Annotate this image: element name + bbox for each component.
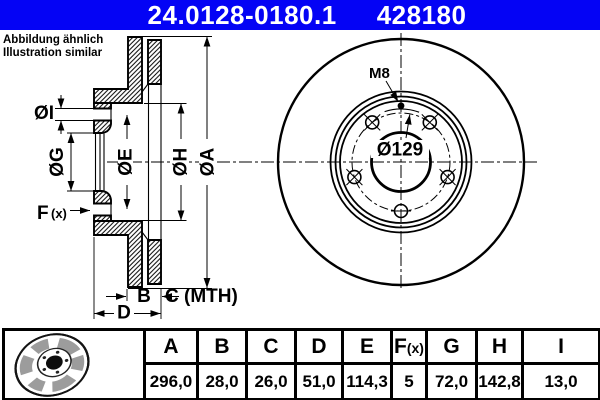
label-backgrounds [49, 139, 214, 319]
center-bore-circle [370, 131, 432, 193]
note-line-en: Illustration similar [3, 46, 103, 59]
label-c: C (MTH) [165, 286, 238, 307]
value-E: 114,3 [341, 362, 393, 400]
title-bar: 24.0128-0180.1 428180 [0, 0, 600, 30]
dia129-leader-line [404, 114, 412, 139]
thumb-hub [36, 347, 72, 377]
col-header-Fx: F(x) [390, 328, 428, 365]
section-edges [94, 83, 162, 241]
m8-hole [397, 102, 405, 110]
note-line-de: Abbildung ähnlich [3, 34, 104, 46]
hub-ring-inner [339, 100, 463, 224]
part-number: 24.0128-0180.1 [147, 0, 337, 30]
col-header-B: B [196, 328, 248, 365]
label-dia-g: ØG [47, 147, 68, 177]
col-header-G: G [425, 328, 478, 365]
front-view-labels: M8 Ø129 [369, 65, 423, 161]
col-header-I: I [521, 328, 600, 365]
col-header-E: E [341, 328, 393, 365]
value-B: 28,0 [196, 362, 248, 400]
value-H: 142,8 [475, 362, 524, 400]
dimension-labels: ØI ØG ØE ØH ØA F (x) B C (MTH) D [34, 103, 238, 324]
label-m8: M8 [369, 65, 390, 82]
bolt-hole-crosses [346, 114, 456, 212]
label-f-sub: (x) [51, 206, 67, 221]
label-dia-i: ØI [34, 103, 54, 124]
label-d: D [117, 303, 131, 324]
value-Fx: 5 [390, 362, 428, 400]
disc-outer-circle [276, 37, 526, 287]
m8-leader-line [385, 80, 399, 103]
label-b: B [137, 286, 151, 307]
m8-hole-arc [384, 108, 420, 113]
label-dia-a: ØA [198, 147, 219, 176]
value-G: 72,0 [425, 362, 478, 400]
label-dia-e: ØE [116, 148, 137, 175]
similarity-note: Abbildung ähnlich Illustration similar [3, 34, 103, 59]
col-header-H: H [475, 328, 524, 365]
hub-ring-outer [329, 90, 473, 234]
product-thumbnail [14, 332, 90, 397]
col-header-D: D [294, 328, 344, 365]
col-header-C: C [245, 328, 297, 365]
dia129-label-background [371, 140, 429, 158]
value-A: 296,0 [143, 362, 199, 400]
label-f: F [37, 203, 49, 224]
value-I: 13,0 [521, 362, 600, 400]
col-header-A: A [143, 328, 199, 365]
label-dia-h: ØH [171, 148, 192, 177]
value-C: 26,0 [245, 362, 297, 400]
label-dia129: Ø129 [377, 140, 423, 161]
section-view: ØI ØG ØE ØH ØA F (x) B C (MTH) D [34, 36, 238, 324]
section-material [93, 36, 162, 288]
hub-ring-middle [334, 95, 468, 229]
value-D: 51,0 [294, 362, 344, 400]
front-view: M8 Ø129 [276, 33, 526, 291]
catalog-number: 428180 [376, 0, 467, 30]
product-thumbnail-cell [2, 328, 146, 400]
